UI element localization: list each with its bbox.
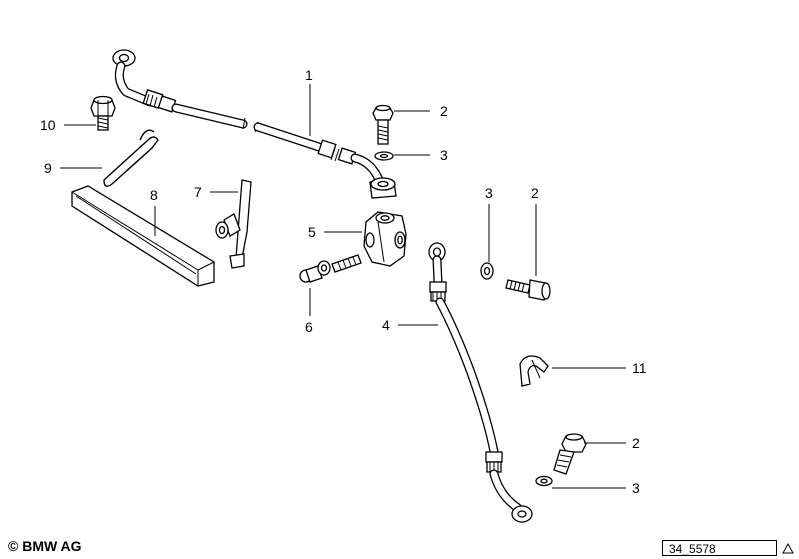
label-5: 5 xyxy=(308,224,316,240)
part-8-protective-strip[interactable] xyxy=(71,185,215,287)
part-3-washer-top[interactable] xyxy=(374,151,394,161)
label-3-top: 3 xyxy=(440,147,448,163)
triangle-icon xyxy=(782,542,794,554)
part-9-spring-clip[interactable] xyxy=(103,129,159,187)
label-3-mid: 3 xyxy=(485,185,493,201)
label-10: 10 xyxy=(40,117,56,133)
label-7: 7 xyxy=(194,184,202,200)
part-2-hollow-bolt-mid[interactable] xyxy=(505,279,551,301)
part-2-hollow-bolt-top[interactable] xyxy=(372,104,394,145)
part-labels: 1 2 3 3 2 5 6 4 7 8 9 10 11 2 3 xyxy=(40,67,647,496)
part-2-hollow-bolt-bottom[interactable] xyxy=(553,433,587,475)
label-3-bottom: 3 xyxy=(632,480,640,496)
label-9: 9 xyxy=(44,160,52,176)
label-2-bottom: 2 xyxy=(632,435,640,451)
part-3-washer-mid[interactable] xyxy=(480,262,494,280)
image-id-box: 34_5578 xyxy=(662,540,777,556)
part-3-washer-bottom[interactable] xyxy=(535,475,553,487)
label-6: 6 xyxy=(305,319,313,335)
label-4: 4 xyxy=(382,317,390,333)
part-10-bolt[interactable] xyxy=(90,95,116,131)
part-5-distributor[interactable] xyxy=(363,211,407,267)
part-11-clamp[interactable] xyxy=(519,355,549,387)
part-6-screw[interactable] xyxy=(299,254,362,283)
label-2-top: 2 xyxy=(440,103,448,119)
leader-lines xyxy=(60,84,626,489)
part-1-brake-line[interactable] xyxy=(112,49,397,199)
label-8: 8 xyxy=(150,187,158,203)
copyright-text: © BMW AG xyxy=(8,538,82,554)
label-1: 1 xyxy=(305,67,313,83)
label-2-mid: 2 xyxy=(531,185,539,201)
part-4-brake-hose[interactable] xyxy=(428,242,533,523)
label-11: 11 xyxy=(632,360,647,376)
part-7-bracket[interactable] xyxy=(215,179,252,269)
